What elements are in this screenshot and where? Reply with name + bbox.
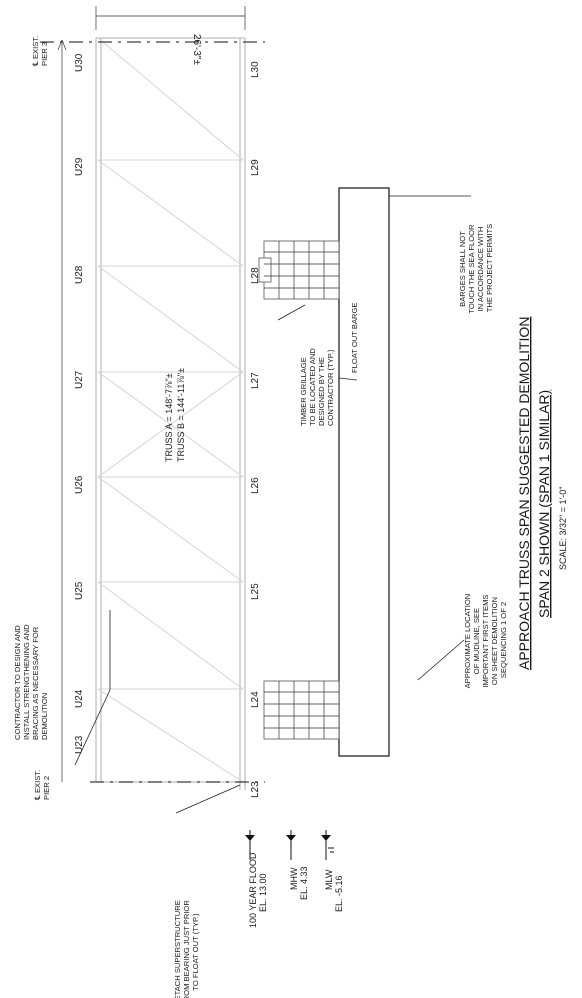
float-out-barge: [338, 187, 390, 757]
flood-elevation-name: 100 YEAR FLOOD: [248, 852, 258, 928]
bracing-leader: [74, 689, 111, 766]
mlw-elevation-name: MLW: [324, 869, 334, 890]
node-u30: U30: [74, 53, 85, 72]
mudline-note: APPROXIMATE LOCATION OF MUDLINE, SEE IMP…: [463, 592, 508, 689]
node-u27: U27: [74, 370, 85, 389]
float-out-barge-group: [258, 187, 471, 757]
truss-verticals: [98, 159, 243, 690]
node-u29: U29: [74, 157, 85, 176]
detach-note: DETACH SUPERSTRUCTURE FROM BEARING JUST …: [173, 898, 200, 998]
node-l25: L25: [250, 583, 261, 600]
node-labels: U23 U24 U25 U26 U27 U28 U29 U30 L23 L24 …: [74, 53, 261, 798]
drawing-scale: SCALE: 3/32" = 1'-0": [558, 487, 568, 570]
mlw-elevation-marker: [321, 835, 331, 841]
mhw-elevation-marker: [286, 835, 296, 841]
node-l23: L23: [250, 781, 261, 798]
node-l30: L30: [250, 61, 261, 78]
water-elevations: [245, 830, 334, 860]
flood-elevation-value: EL. 13.00: [258, 873, 268, 912]
node-u28: U28: [74, 265, 85, 284]
truss-a-dimension: TRUSS A = 148'-7⅞"±: [164, 373, 174, 462]
barge-leader: [338, 377, 358, 381]
node-u25: U25: [74, 581, 85, 600]
timber-grillage-lower: [263, 680, 340, 740]
mhw-elevation-name: MHW: [289, 867, 299, 890]
barge-note: FLOAT OUT BARGE: [350, 303, 359, 373]
mudline-leader: [417, 639, 465, 681]
mhw-elevation-value: EL. 4.33: [299, 866, 309, 900]
truss-elevation: [40, 6, 265, 790]
detach-leader: [175, 784, 241, 814]
node-l28: L28: [250, 267, 261, 284]
truss-b-dimension: TRUSS B = 144'-11⅞"±: [176, 368, 186, 462]
node-l24: L24: [250, 691, 261, 708]
node-u24: U24: [74, 689, 85, 708]
grillage-leader: [277, 304, 306, 321]
drawing-title: APPROACH TRUSS SPAN SUGGESTED DEMOLITION: [516, 317, 532, 670]
timber-grillage-upper: [258, 240, 340, 300]
node-l29: L29: [250, 159, 261, 176]
node-u23: U23: [74, 735, 85, 754]
grillage-note: TIMBER GRILLAGE TO BE LOCATED AND DESIGN…: [299, 346, 335, 426]
mlw-elevation-value: EL. -5.16: [334, 875, 344, 912]
flood-elevation-marker: [245, 835, 255, 841]
truss-diagonals: [97, 37, 244, 783]
barges-touch-note: BARGES SHALL NOT TOUCH THE SEA FLOOR IN …: [458, 222, 494, 313]
node-l26: L26: [250, 477, 261, 494]
truss-width-dimension: 26'-3"±: [191, 34, 202, 65]
drawing-subtitle: SPAN 2 SHOWN (SPAN 1 SIMILAR): [536, 390, 552, 618]
node-u26: U26: [74, 475, 85, 494]
pier2-label: ℄ EXIST. PIER 2: [33, 768, 51, 801]
node-l27: L27: [250, 372, 261, 389]
pier3-label: ℄ EXIST. PIER 3: [31, 34, 49, 67]
bracing-note: CONTRACTOR TO DESIGN AND INSTALL STRENGT…: [13, 622, 49, 740]
